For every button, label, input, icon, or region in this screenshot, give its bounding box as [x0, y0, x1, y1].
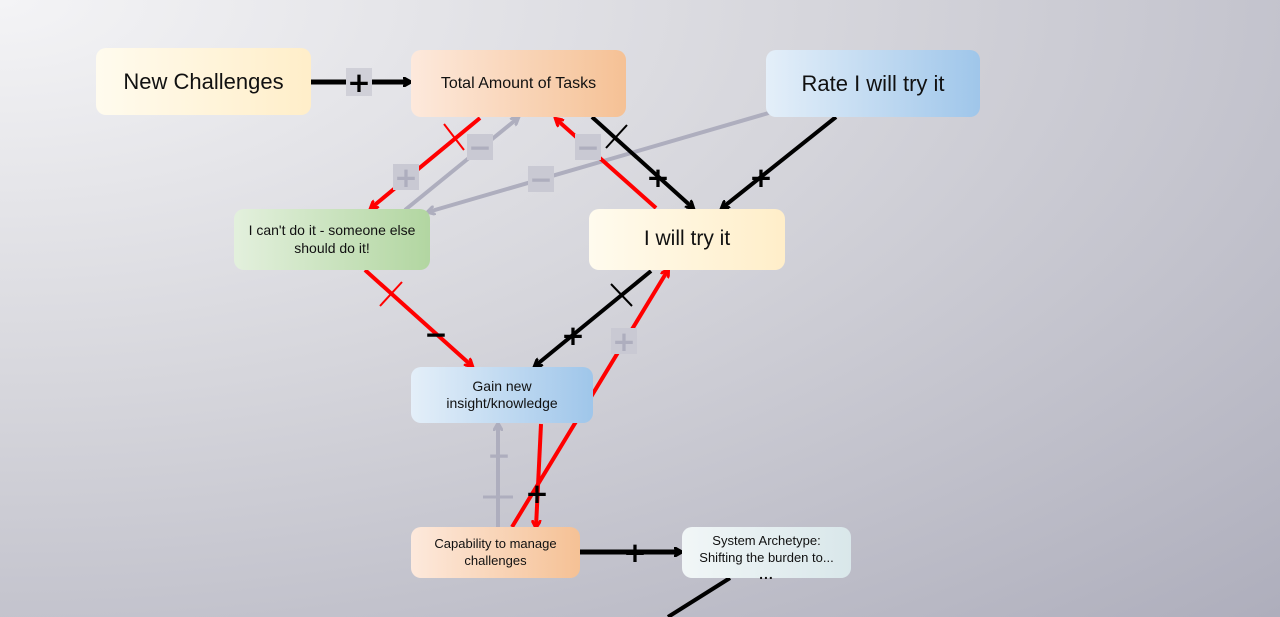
node-label: Total Amount of Tasks [440, 74, 597, 92]
polarity-sign: + [612, 325, 635, 358]
delay-mark [610, 283, 633, 307]
node-rate-i-will-try-it[interactable]: Rate I will try it [766, 50, 980, 117]
node-label: System Archetype: Shifting the burden to… [699, 533, 834, 565]
polarity-sign: + [347, 66, 370, 99]
node-label: Rate I will try it [801, 70, 945, 96]
node-label: Gain new insight/knowledge [446, 377, 558, 412]
polarity-bg [467, 134, 493, 160]
link-gain-to-capability [536, 423, 543, 527]
polarity-sign: + [561, 319, 584, 352]
node-label: Capability to manage challenges [434, 536, 557, 568]
polarity-bg [528, 166, 554, 192]
node-label: New Challenges [123, 68, 284, 94]
link-tasks-to-cant [371, 116, 482, 208]
link-cant-to-gain [363, 268, 472, 366]
gray-links [403, 110, 773, 527]
delay-mark [605, 124, 628, 149]
polarity-sign: + [749, 161, 772, 194]
node-cant-do-it[interactable]: I can't do it - someone else should do i… [234, 209, 430, 270]
delay-mark [379, 281, 403, 307]
polarity-sign: + [394, 161, 417, 194]
more-indicator[interactable]: ... [759, 566, 774, 582]
polarity-sign: + [525, 477, 548, 510]
polarity-sign: − [576, 131, 599, 164]
link-tasks-to-willtry [590, 115, 693, 208]
link-archetype-out [666, 576, 732, 617]
link-willtry-to-tasks [556, 119, 658, 210]
node-capability-to-manage[interactable]: Capability to manage challenges [411, 527, 580, 578]
node-label: I will try it [643, 227, 731, 251]
node-total-amount-of-tasks[interactable]: Total Amount of Tasks [411, 50, 626, 117]
delay-mark [443, 123, 465, 151]
node-gain-new-insight[interactable]: Gain new insight/knowledge [411, 367, 593, 423]
node-new-challenges[interactable]: New Challenges [96, 48, 311, 115]
link-cant-to-tasks [403, 118, 518, 212]
polarity-sign: + [623, 536, 646, 569]
polarity-bg [575, 134, 601, 160]
node-i-will-try-it[interactable]: I will try it [589, 209, 785, 270]
node-label: I can't do it - someone else should do i… [248, 222, 416, 256]
black-links [311, 82, 838, 617]
link-rate-to-cant [428, 110, 773, 212]
polarity-bg [346, 68, 372, 96]
link-willtry-to-gain [535, 269, 653, 366]
polarity-bg [611, 328, 637, 354]
node-system-archetype[interactable]: System Archetype: Shifting the burden to… [682, 527, 851, 582]
link-rate-to-willtry [722, 115, 838, 208]
polarity-sign: − [468, 131, 491, 164]
polarity-bg [393, 164, 419, 190]
polarity-sign: − [424, 318, 447, 351]
polarity-sign: − [487, 439, 510, 472]
polarity-sign: + [646, 161, 669, 194]
polarity-sign: − [529, 163, 552, 196]
